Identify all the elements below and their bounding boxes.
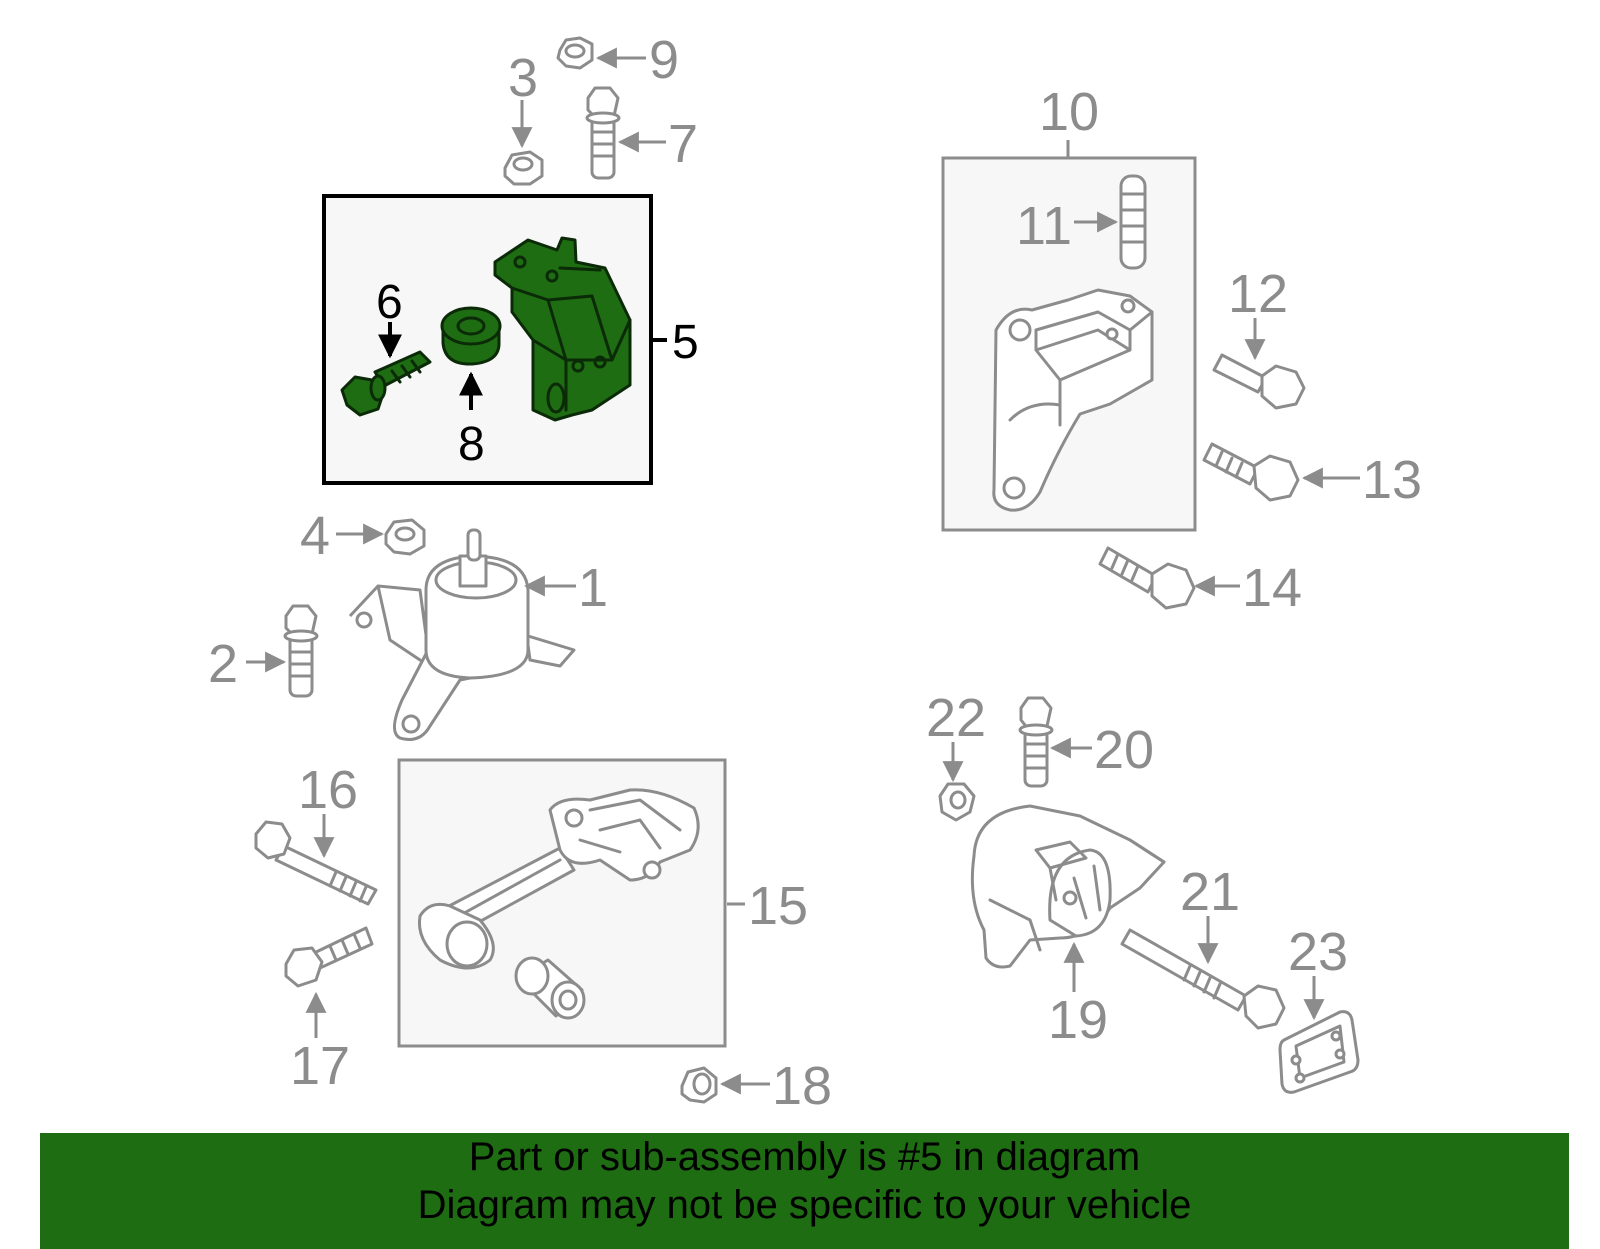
callout-5: 5 [672, 316, 699, 369]
callout-7: 7 [668, 114, 698, 174]
callout-18: 18 [772, 1056, 832, 1116]
bolt-part-13[interactable] [1202, 442, 1300, 502]
bracket-part-5[interactable] [493, 236, 632, 422]
engine-mount-part-1[interactable] [348, 528, 576, 741]
plate-part-23[interactable] [1278, 1010, 1360, 1094]
callout-12: 12 [1228, 264, 1288, 324]
callout-13: 13 [1362, 450, 1422, 510]
callout-10: 10 [1039, 82, 1099, 142]
highlight-box-part-5[interactable]: 6 8 5 [322, 194, 699, 485]
bolt-part-21[interactable] [1120, 928, 1286, 1030]
nut-part-9[interactable] [556, 36, 594, 70]
callout-2: 2 [208, 634, 238, 694]
nut-part-4[interactable] [384, 518, 426, 556]
bolt-part-20[interactable] [1018, 696, 1054, 788]
callout-23: 23 [1288, 922, 1348, 982]
nut-part-3[interactable] [503, 150, 544, 186]
bolt-part-16[interactable] [254, 820, 378, 906]
mount-part-19[interactable] [970, 804, 1166, 969]
callout-16: 16 [298, 760, 358, 820]
bushing-part-15[interactable] [514, 956, 586, 1020]
stud-part-11[interactable] [1119, 174, 1147, 270]
bolt-part-14[interactable] [1098, 546, 1196, 610]
bolt-part-12[interactable] [1212, 353, 1306, 410]
banner-line-1: Part or sub-assembly is #5 in diagram [468, 1135, 1141, 1179]
bolt-part-6[interactable] [340, 350, 432, 417]
callout-19: 19 [1048, 990, 1108, 1050]
callout-3: 3 [508, 48, 538, 108]
callout-22: 22 [926, 688, 986, 748]
nut-part-22[interactable] [938, 782, 976, 822]
callout-6: 6 [376, 276, 403, 329]
callout-20: 20 [1094, 720, 1154, 780]
callout-8: 8 [458, 418, 485, 471]
nut-part-18[interactable] [680, 1066, 718, 1104]
info-banner: Part or sub-assembly is #5 in diagram Di… [40, 1133, 1569, 1249]
callout-17: 17 [290, 1036, 350, 1096]
callout-1: 1 [578, 558, 608, 618]
box-part-10[interactable] [941, 140, 1197, 532]
callout-11: 11 [1016, 196, 1072, 256]
parts-diagram: 6 8 5 9 7 3 [208, 30, 1422, 1116]
box-part-15[interactable] [397, 758, 727, 1048]
callout-4: 4 [300, 506, 330, 566]
callout-9: 9 [649, 30, 679, 90]
banner-line-2: Diagram may not be specific to your vehi… [417, 1183, 1192, 1227]
bushing-part-8[interactable] [440, 306, 502, 366]
callout-14: 14 [1242, 558, 1302, 618]
bolt-part-2[interactable] [283, 604, 319, 698]
bolt-part-7[interactable] [585, 86, 621, 180]
callout-21: 21 [1180, 862, 1240, 922]
torque-rod-part-15[interactable] [417, 788, 700, 970]
mount-bracket-part-10[interactable] [992, 288, 1154, 512]
bolt-part-17[interactable] [284, 926, 374, 988]
callout-15: 15 [748, 876, 808, 936]
